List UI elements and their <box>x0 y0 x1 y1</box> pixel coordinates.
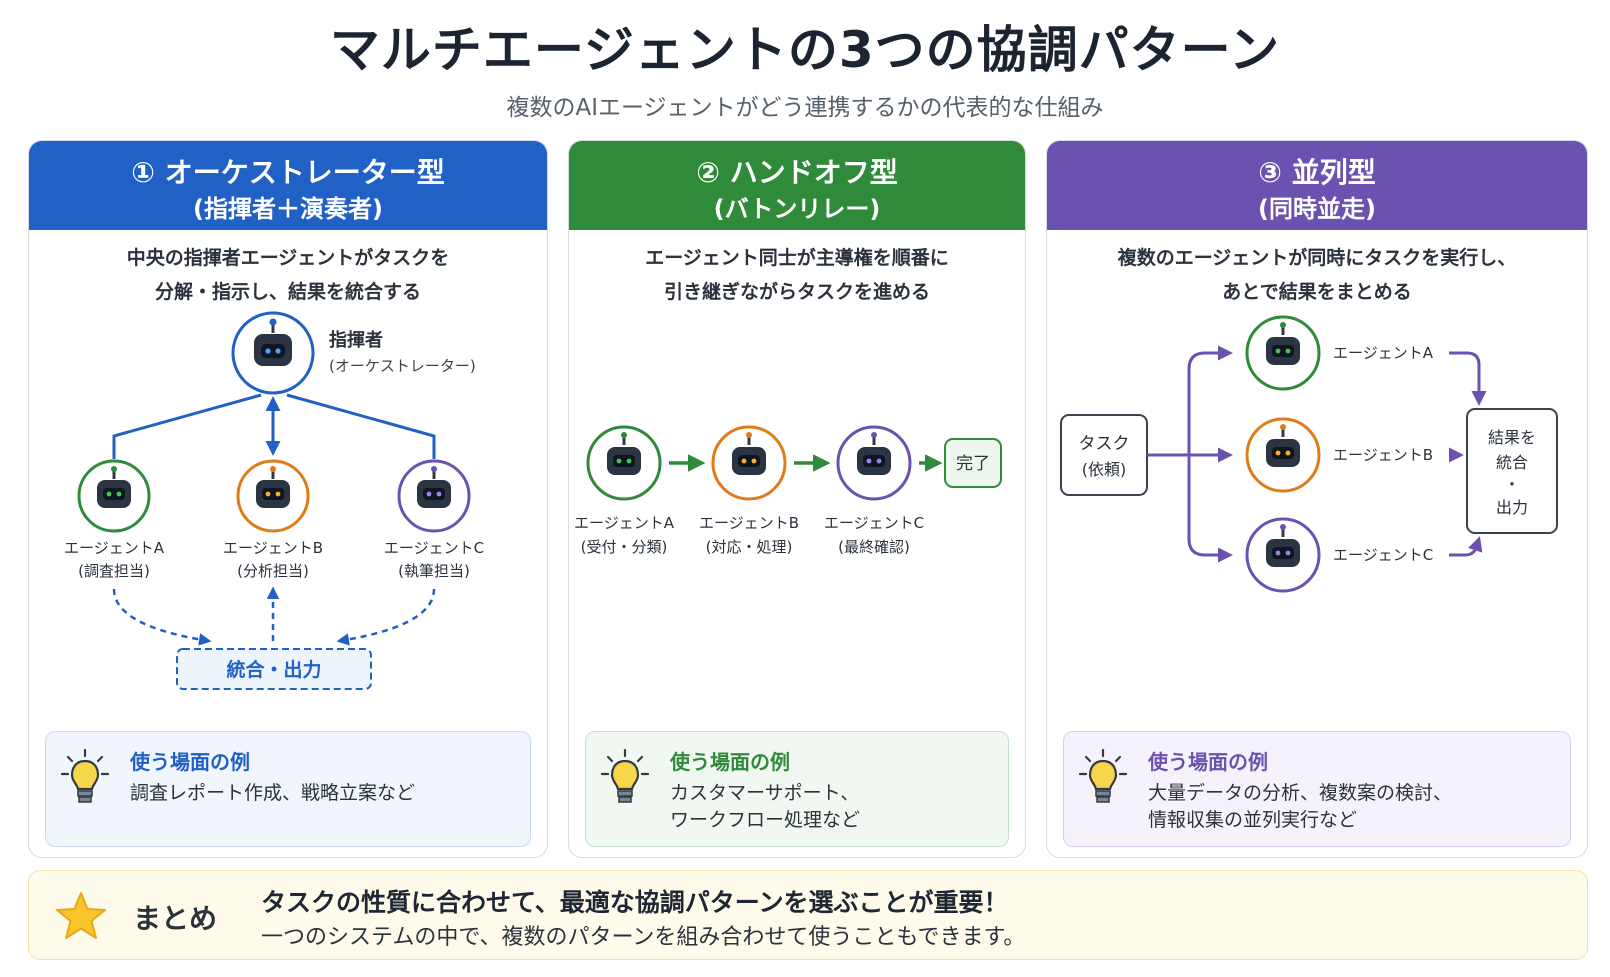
desc-line: 分解・指示し、結果を統合する <box>154 281 421 303</box>
result-box <box>1466 408 1558 534</box>
agent-a-robot-icon <box>77 459 151 533</box>
agent-name: エージェントC <box>824 514 924 532</box>
panel-handoff: ② ハンドオフ型 (バトンリレー) エージェント同士が主導権を順番に 引き継ぎな… <box>568 140 1026 858</box>
panel-subheading: (バトンリレー) <box>713 195 881 223</box>
summary-sub: 一つのシステムの中で、複数のパターンを組み合わせて使うこともできます。 <box>261 925 1026 950</box>
agent-a-robot-icon <box>586 425 662 501</box>
summary-box: まとめ タスクの性質に合わせて、最適な協調パターンを選ぶことが重要！ 一つのシス… <box>28 870 1588 960</box>
task-box-line: (依頼) <box>1082 460 1127 479</box>
dashed-arrow <box>336 588 436 646</box>
task-box <box>1060 414 1148 496</box>
agent-name: エージェントC <box>1333 546 1433 564</box>
panel-description: 中央の指揮者エージェントがタスクを 分解・指示し、結果を統合する <box>29 241 547 309</box>
summary-main: タスクの性質に合わせて、最適な協調パターンを選ぶことが重要！ <box>261 888 1009 917</box>
star-icon <box>56 892 106 939</box>
done-box <box>944 438 1002 488</box>
agent-name: エージェントB <box>223 539 323 557</box>
agent-role: (執筆担当) <box>398 562 470 580</box>
desc-line: あとで結果をまとめる <box>1222 281 1412 303</box>
lightbulb-icon <box>1078 748 1128 803</box>
example-text: 調査レポート作成、戦略立案など <box>130 782 416 804</box>
handoff-diagram: 完了 エージェントA (受付・分類) エージェントB (対応・処理) エージェン… <box>574 425 1002 556</box>
agent-name: エージェントC <box>384 539 484 557</box>
example-title: 使う場面の例 <box>1148 750 1268 774</box>
panel-description: 複数のエージェントが同時にタスクを実行し、 あとで結果をまとめる <box>1047 241 1587 309</box>
page-title: マルチエージェントの3つの協調パターン <box>329 21 1281 79</box>
dashed-arrow <box>112 588 212 646</box>
output-box-label: 統合・出力 <box>226 658 321 681</box>
panel-heading: ② ハンドオフ型 <box>696 156 898 189</box>
lightbulb-icon <box>60 748 110 803</box>
panel-heading: ① オーケストレーター型 <box>131 156 445 189</box>
agent-name: エージェントA <box>1333 344 1434 362</box>
result-box-line: ・ <box>1504 475 1520 494</box>
agent-name: エージェントB <box>1333 446 1433 464</box>
example-title: 使う場面の例 <box>130 750 250 774</box>
lightbulb-icon <box>600 748 650 803</box>
agent-role: (受付・分類) <box>581 538 668 556</box>
example-title: 使う場面の例 <box>670 750 790 774</box>
agent-role: (対応・処理) <box>706 538 793 556</box>
desc-line: 複数のエージェントが同時にタスクを実行し、 <box>1117 247 1517 269</box>
example-box: 使う場面の例 調査レポート作成、戦略立案など <box>45 731 531 847</box>
agent-name: エージェントA <box>574 514 675 532</box>
orchestrator-diagram: 指揮者 (オーケストレーター) エージェントA (調査担当) エージェントB <box>64 311 484 690</box>
desc-line: 引き継ぎながらタスクを進める <box>663 281 930 303</box>
agent-role: (調査担当) <box>78 562 150 580</box>
summary-label: まとめ <box>133 902 218 935</box>
agent-name: エージェントA <box>64 539 165 557</box>
agent-c-robot-icon <box>397 459 471 533</box>
desc-line: 中央の指揮者エージェントがタスクを <box>126 247 450 269</box>
agent-a-robot-icon <box>1245 315 1321 391</box>
agent-role: (最終確認) <box>838 538 910 556</box>
done-box-label: 完了 <box>956 454 990 474</box>
panel-header: ③ 並列型 (同時並走) <box>1047 141 1587 230</box>
agent-role: (分析担当) <box>237 562 309 580</box>
output-box <box>176 648 372 690</box>
agent-b-robot-icon <box>1245 417 1321 493</box>
desc-line: エージェント同士が主導権を順番に <box>645 247 949 269</box>
conductor-name: 指揮者 <box>329 329 383 351</box>
conductor-robot-icon <box>231 311 315 395</box>
connector-line <box>112 393 262 459</box>
panel-orchestrator: ① オーケストレーター型 (指揮者＋演奏者) 中央の指揮者エージェントがタスクを… <box>28 140 548 858</box>
branch-arrow <box>1187 455 1233 563</box>
example-box: 使う場面の例 カスタマーサポート、 ワークフロー処理など <box>585 731 1009 847</box>
task-box-line: タスク <box>1079 434 1130 454</box>
agent-c-robot-icon <box>1245 517 1321 593</box>
agent-b-robot-icon <box>236 459 310 533</box>
agent-name: エージェントB <box>699 514 799 532</box>
panel-heading: ③ 並列型 <box>1258 156 1376 189</box>
example-text: カスタマーサポート、 ワークフロー処理など <box>670 782 861 831</box>
result-box-line: 統合 <box>1496 453 1528 472</box>
example-box: 使う場面の例 大量データの分析、複数案の検討、 情報収集の並列実行など <box>1063 731 1571 847</box>
panel-subheading: (指揮者＋演奏者) <box>193 195 383 223</box>
agent-b-robot-icon <box>711 425 787 501</box>
parallel-diagram: タスク (依頼) エージェントA エージェ <box>1060 315 1558 593</box>
branch-arrow <box>1187 345 1233 455</box>
example-text: 大量データの分析、複数案の検討、 情報収集の並列実行など <box>1148 782 1453 831</box>
connector-line <box>286 393 436 459</box>
panel-subheading: (同時並走) <box>1258 195 1376 223</box>
merge-arrow <box>1449 536 1483 557</box>
panel-description: エージェント同士が主導権を順番に 引き継ぎながらタスクを進める <box>569 241 1025 309</box>
conductor-role: (オーケストレーター) <box>329 357 476 375</box>
result-box-line: 出力 <box>1496 498 1528 517</box>
page-subtitle: 複数のAIエージェントがどう連携するかの代表的な仕組み <box>506 95 1104 121</box>
merge-arrow <box>1449 351 1487 406</box>
panel-parallel: ③ 並列型 (同時並走) 複数のエージェントが同時にタスクを実行し、 あとで結果… <box>1046 140 1588 858</box>
agent-c-robot-icon <box>836 425 912 501</box>
panel-header: ② ハンドオフ型 (バトンリレー) <box>569 141 1025 230</box>
panel-header: ① オーケストレーター型 (指揮者＋演奏者) <box>29 141 547 230</box>
result-box-line: 結果を <box>1488 428 1536 447</box>
